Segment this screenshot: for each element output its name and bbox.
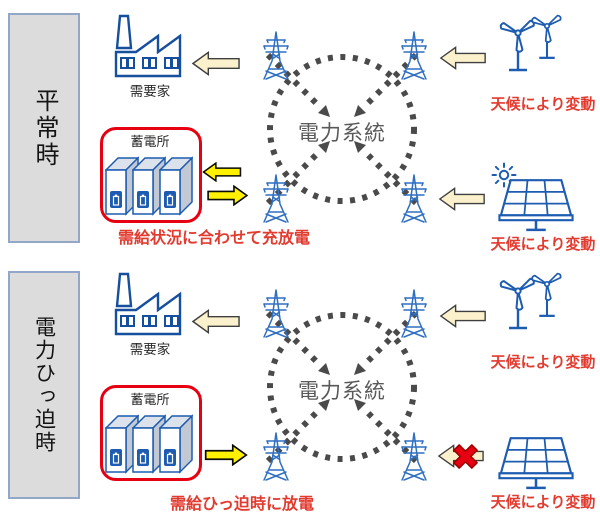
grid-to-consumer-arrow (192, 51, 240, 76)
wind-caption: 天候により変動 (490, 354, 596, 371)
discharge-arrow (207, 185, 248, 206)
tower-icon (401, 289, 427, 338)
tower-icon (401, 432, 427, 481)
tower-icon (263, 174, 289, 223)
wind-to-grid-arrow (440, 304, 486, 328)
side-label-text: 電力ひっ迫時 (32, 316, 56, 454)
solar-caption: 天候により変動 (490, 494, 596, 511)
wind-caption: 天候により変動 (490, 96, 596, 113)
solar-panel-icon (498, 178, 574, 232)
wind-turbine-icon (498, 18, 537, 72)
wind-turbine-icon (498, 276, 537, 330)
side-label-text: 平常時 (31, 87, 58, 169)
solar-panel-icon (498, 436, 574, 490)
consumer-label: 需要家 (129, 84, 171, 99)
storage-station-box (100, 127, 202, 223)
solar-caption: 天候により変動 (490, 236, 596, 253)
wind-turbine-icon (530, 13, 563, 59)
wind-to-grid-arrow (440, 46, 486, 70)
tower-icon (263, 432, 289, 481)
side-label-box-shortage: 電力ひっ迫時 (8, 271, 80, 499)
tower-icon (401, 31, 427, 80)
storage-station-label: 蓄電所 (130, 392, 170, 407)
storage-station-box (100, 385, 202, 481)
factory-icon (114, 14, 182, 78)
storage-station-label: 蓄電所 (130, 134, 170, 149)
factory-icon (114, 272, 182, 336)
solar-to-grid-arrow (439, 187, 485, 211)
grid-to-consumer-arrow (192, 309, 240, 334)
side-label-box-normal: 平常時 (8, 13, 80, 243)
grid-label: 電力系統 (298, 122, 386, 145)
battery-caption: 需給状況に合わせて充放電 (117, 230, 310, 247)
tower-icon (401, 174, 427, 223)
consumer-label: 需要家 (129, 342, 171, 357)
wind-turbine-icon (530, 271, 563, 317)
battery-caption: 需給ひっ迫時に放電 (169, 496, 314, 513)
charge-arrow (202, 162, 242, 182)
grid-label: 電力系統 (298, 380, 386, 403)
discharge-arrow (204, 444, 248, 466)
